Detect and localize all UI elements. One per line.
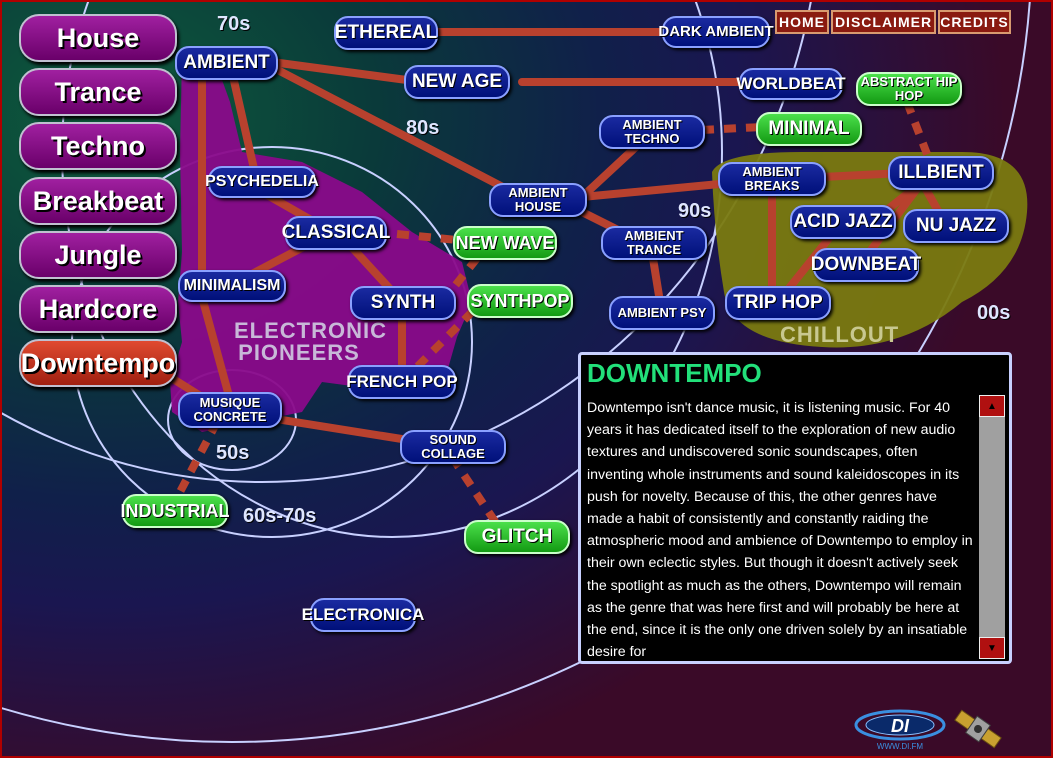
satellite-icon bbox=[954, 709, 1002, 749]
nav-trance[interactable]: Trance bbox=[19, 68, 177, 116]
ring-90s bbox=[2, 2, 812, 483]
genre-new-age[interactable]: NEW AGE bbox=[404, 65, 510, 99]
genre-abstract-hip-hop[interactable]: ABSTRACT HIP HOP bbox=[856, 72, 962, 106]
genre-trip-hop[interactable]: TRIP HOP bbox=[725, 286, 831, 320]
genre-industrial[interactable]: INDUSTRIAL bbox=[121, 494, 230, 528]
nav-downtempo[interactable]: Downtempo bbox=[19, 339, 177, 387]
genre-glitch[interactable]: GLITCH bbox=[464, 520, 570, 554]
disclaimer-link[interactable]: DISCLAIMER bbox=[831, 10, 936, 34]
genre-sound-collage[interactable]: SOUND COLLAGE bbox=[400, 430, 506, 464]
genre-acid-jazz[interactable]: ACID JAZZ bbox=[790, 205, 896, 239]
era-label-90s: 90s bbox=[678, 200, 712, 222]
scroll-down-button[interactable]: ▼ bbox=[979, 637, 1005, 659]
era-label-60s-70s: 60s-70s bbox=[243, 505, 317, 527]
genre-illbient[interactable]: ILLBIENT bbox=[888, 156, 994, 190]
genre-synth[interactable]: SYNTH bbox=[350, 286, 456, 320]
genre-electronica[interactable]: ELECTRONICA bbox=[302, 598, 424, 632]
logo-url: WWW.DI.FM bbox=[877, 742, 924, 751]
credits-link[interactable]: CREDITS bbox=[938, 10, 1011, 34]
genre-ambient[interactable]: AMBIENT bbox=[175, 46, 278, 80]
genre-nu-jazz[interactable]: NU JAZZ bbox=[903, 209, 1009, 243]
electronic-pioneers-label: ELECTRONIC PIONEERS bbox=[234, 318, 387, 365]
nav-hardcore[interactable]: Hardcore bbox=[19, 285, 177, 333]
nav-jungle[interactable]: Jungle bbox=[19, 231, 177, 279]
logo-text: DI bbox=[891, 716, 910, 736]
genre-minimal[interactable]: MINIMAL bbox=[756, 112, 862, 146]
genre-minimalism[interactable]: MINIMALISM bbox=[178, 270, 286, 302]
genre-ambient-breaks[interactable]: AMBIENT BREAKS bbox=[718, 162, 826, 196]
di-logo[interactable]: DI WWW.DI.FM bbox=[854, 705, 946, 751]
genre-french-pop[interactable]: FRENCH POP bbox=[346, 365, 458, 399]
nav-breakbeat[interactable]: Breakbeat bbox=[19, 177, 177, 225]
era-label-50s: 50s bbox=[216, 442, 250, 464]
era-label-70s: 70s bbox=[217, 13, 251, 35]
scroll-up-button[interactable]: ▲ bbox=[979, 395, 1005, 417]
genre-ambient-techno[interactable]: AMBIENT TECHNO bbox=[599, 115, 705, 149]
era-label-80s: 80s bbox=[406, 117, 440, 139]
genre-ethereal[interactable]: ETHEREAL bbox=[334, 16, 438, 50]
genre-psychedelia[interactable]: PSYCHEDELIA bbox=[205, 166, 319, 198]
genre-ambient-house[interactable]: AMBIENT HOUSE bbox=[489, 183, 587, 217]
genre-worldbeat[interactable]: WORLDBEAT bbox=[736, 68, 846, 100]
genre-dark-ambient[interactable]: DARK AMBIENT bbox=[658, 16, 774, 48]
genre-info-panel: DOWNTEMPO Downtempo isn't dance music, i… bbox=[578, 352, 1012, 664]
chillout-label: CHILLOUT bbox=[780, 322, 900, 347]
genre-ambient-psy[interactable]: AMBIENT PSY bbox=[609, 296, 715, 330]
genre-classical[interactable]: CLASSICAL bbox=[282, 216, 390, 250]
info-title: DOWNTEMPO bbox=[587, 358, 762, 388]
era-label-00s: 00s bbox=[977, 302, 1011, 324]
ring-00s bbox=[2, 2, 1031, 743]
genre-ambient-trance[interactable]: AMBIENT TRANCE bbox=[601, 226, 707, 260]
genre-new-wave[interactable]: NEW WAVE bbox=[453, 226, 557, 260]
dashed-links bbox=[168, 100, 936, 535]
nav-house[interactable]: House bbox=[19, 14, 177, 62]
home-link[interactable]: HOME bbox=[775, 10, 829, 34]
genre-synthpop[interactable]: SYNTHPOP bbox=[467, 284, 573, 318]
genre-musique-concrete[interactable]: MUSIQUE CONCRETE bbox=[178, 392, 282, 428]
info-description: Downtempo isn't dance music, it is liste… bbox=[587, 400, 973, 659]
info-scrollbar[interactable]: ▲ ▼ bbox=[979, 395, 1005, 659]
genre-downbeat[interactable]: DOWNBEAT bbox=[811, 248, 921, 282]
nav-techno[interactable]: Techno bbox=[19, 122, 177, 170]
